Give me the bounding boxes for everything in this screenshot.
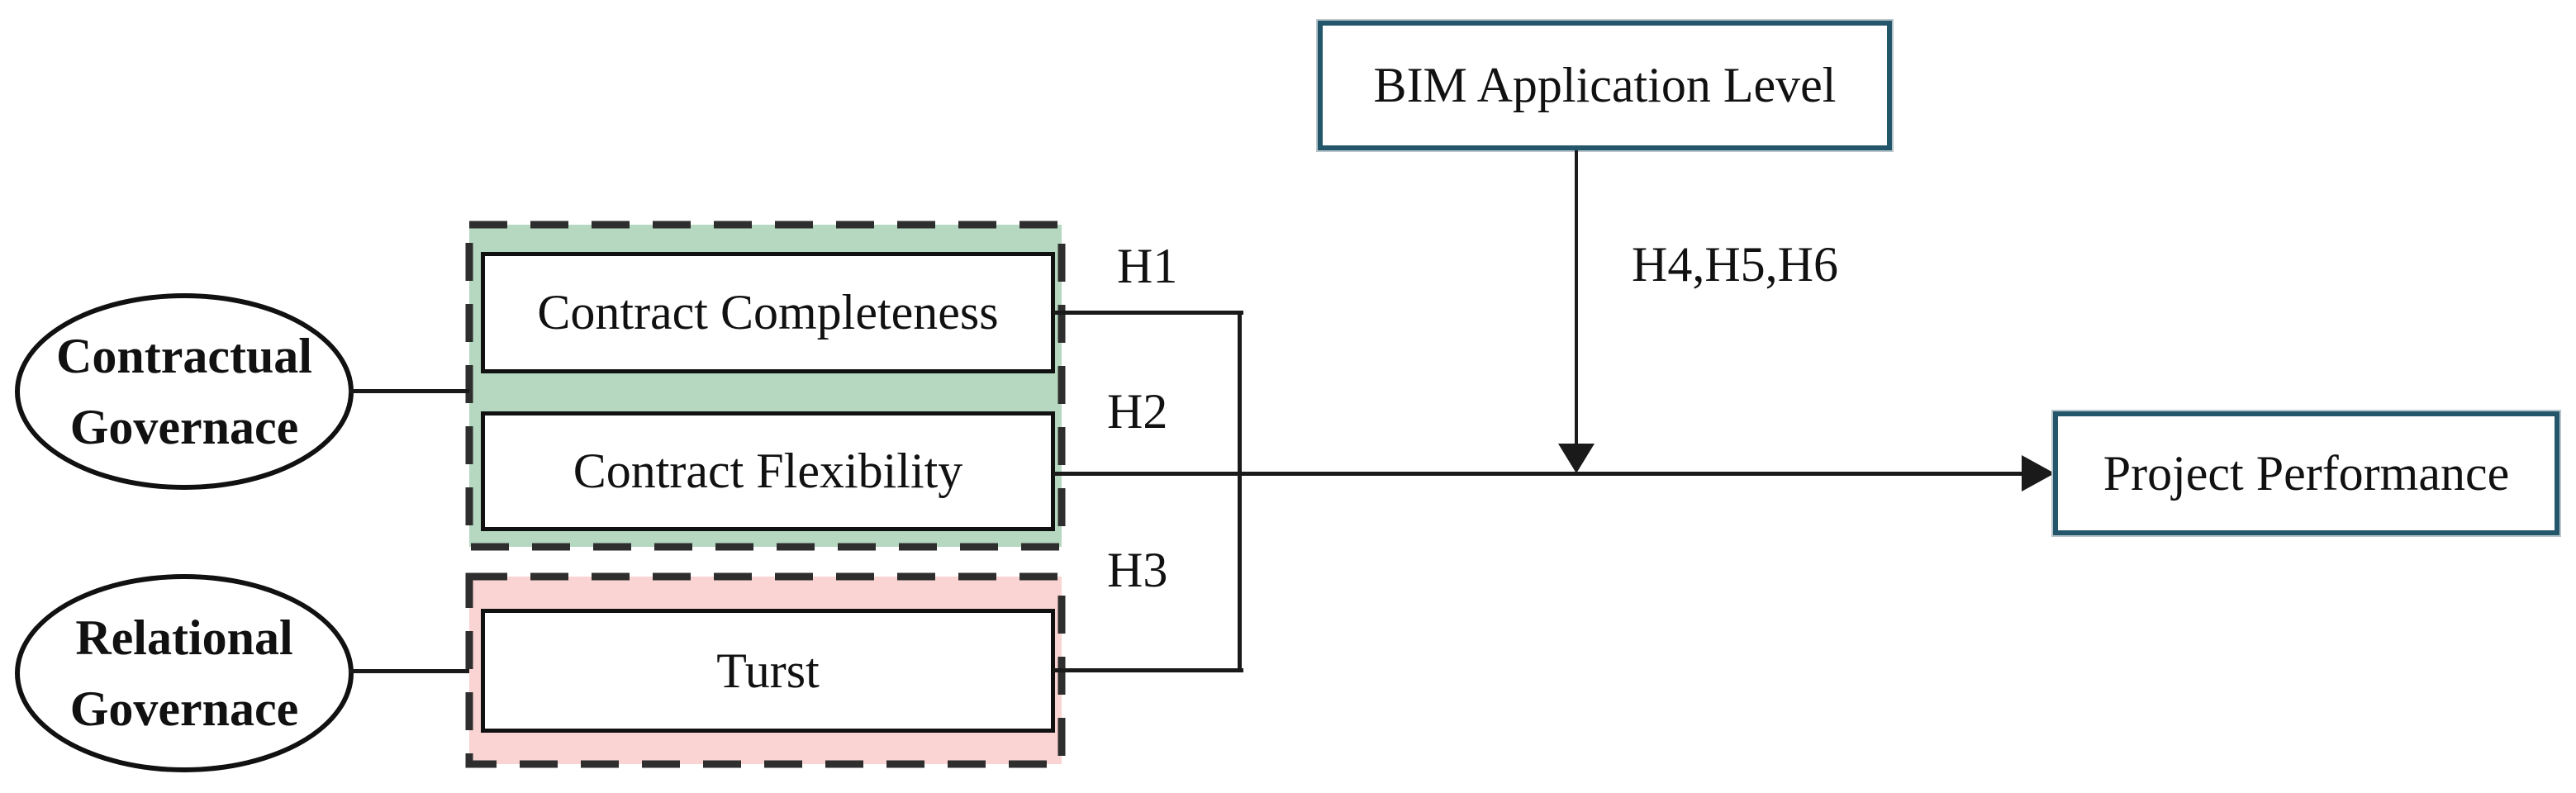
contract-flexibility-box: Contract Flexibility <box>481 411 1055 531</box>
project-performance-box: Project Performance <box>2053 411 2559 535</box>
h1-label: H1 <box>1117 239 1178 293</box>
h3-label: H3 <box>1107 543 1168 597</box>
main-path-line <box>1053 472 2028 476</box>
bim-application-level-box: BIM Application Level <box>1318 21 1892 150</box>
relational-governance-ellipse: Relational Governace <box>15 574 354 772</box>
contractual-governance-line1: Contractual <box>56 329 312 383</box>
hypothesis-bus-line <box>1238 311 1242 672</box>
bim-moderation-arrowhead <box>1558 444 1595 473</box>
h4-h5-h6-label: H4,H5,H6 <box>1632 237 1838 292</box>
project-performance-label: Project Performance <box>2103 445 2510 501</box>
contract-completeness-box: Contract Completeness <box>481 252 1055 373</box>
relational-governance-line1: Relational <box>75 610 293 665</box>
contractual-to-group-line <box>349 389 469 393</box>
bim-application-level-label: BIM Application Level <box>1373 58 1837 112</box>
h2-label: H2 <box>1107 384 1168 439</box>
h1-line <box>1053 311 1243 315</box>
contractual-governance-line2: Governace <box>69 400 299 454</box>
contract-completeness-label: Contract Completeness <box>537 285 999 340</box>
bim-moderation-line <box>1575 150 1578 448</box>
contractual-governance-ellipse: Contractual Governace <box>15 293 354 490</box>
relational-to-group-line <box>349 669 469 673</box>
main-path-arrowhead <box>2022 455 2055 491</box>
h3-line <box>1053 668 1243 672</box>
trust-box: Turst <box>481 609 1055 733</box>
trust-label: Turst <box>716 643 820 698</box>
contract-flexibility-label: Contract Flexibility <box>573 444 963 498</box>
relational-governance-line2: Governace <box>69 681 299 736</box>
